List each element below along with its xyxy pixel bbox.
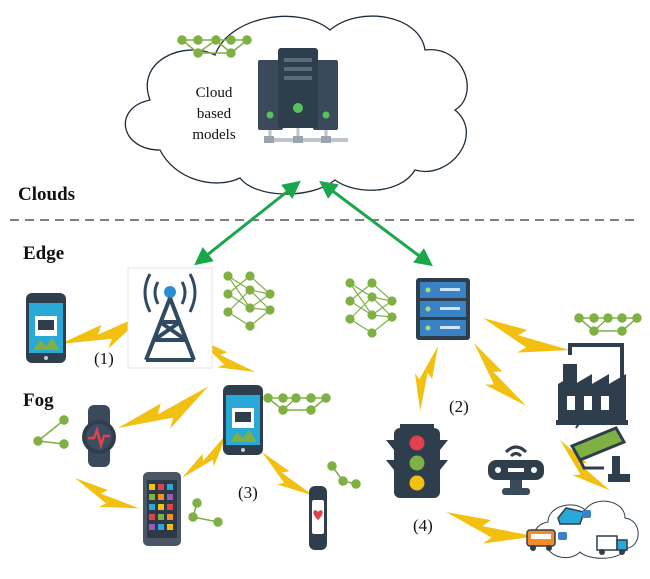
link-label-4: (4): [413, 516, 433, 535]
factory-network-icon: [574, 313, 642, 336]
cloud-server-icon: [258, 48, 348, 143]
edge-server-icon: [416, 278, 470, 340]
fog-graph-icon-bottom: [188, 498, 223, 527]
fog-layer-label: Fog: [23, 390, 54, 411]
edge-layer-label: Edge: [23, 243, 65, 264]
vehicle-network-icon: [526, 500, 639, 559]
security-camera-icon: [569, 419, 630, 482]
cloud-label-line1: Cloud: [195, 85, 233, 101]
fog-graph-icon-left: [33, 415, 69, 449]
cell-tower-icon: [127, 267, 213, 369]
edge-network-icon-right: [345, 278, 397, 338]
cloud-models-label: Cloud based models: [174, 83, 254, 146]
factory-icon: [556, 343, 628, 425]
cloud-network-icon: [177, 35, 252, 58]
cloud-tower-arrow: [194, 180, 301, 266]
cloud-label-line3: models: [192, 127, 236, 143]
clouds-layer-label: Clouds: [18, 184, 76, 205]
link-label-2: (2): [449, 397, 469, 416]
smartphone-icon-left: [26, 293, 66, 363]
fog-network-icon-top: [263, 393, 331, 415]
sensor-device-icon: [488, 445, 544, 495]
edge-network-icon-left: [223, 271, 275, 331]
fog-graph-icon-right: [327, 461, 361, 489]
tablet-icon: [143, 472, 181, 546]
link-label-3: (3): [238, 483, 258, 502]
traffic-light-icon: [386, 424, 448, 498]
fitness-band-icon: [309, 486, 327, 550]
smartwatch-icon: [82, 405, 116, 467]
cloud-server-arrow: [319, 180, 433, 267]
cloud-label-line2: based: [196, 106, 232, 122]
smartphone-icon-fog: [223, 385, 263, 455]
link-label-1: (1): [94, 349, 114, 368]
